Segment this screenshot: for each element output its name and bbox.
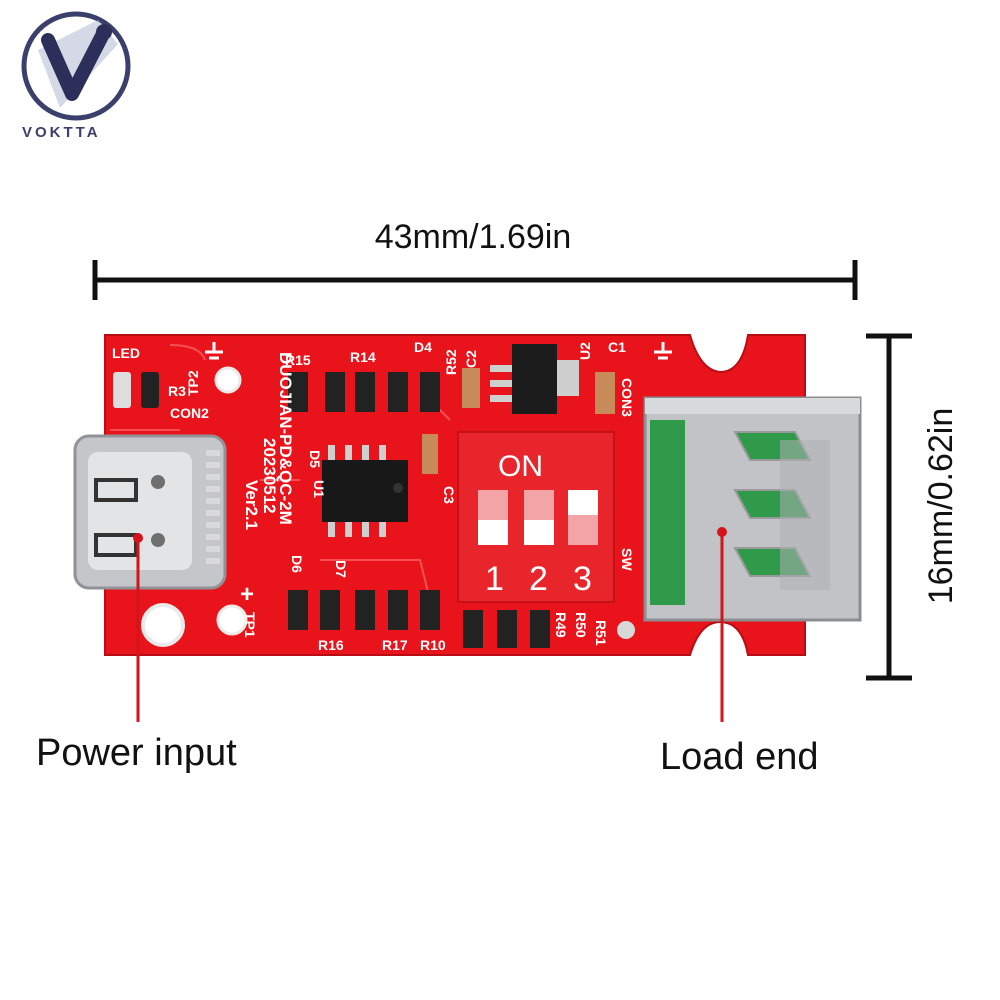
silk-con3: CON3 <box>619 378 635 417</box>
silk-r15: R15 <box>285 352 311 368</box>
load-end-label: Load end <box>660 736 819 778</box>
silk-r52: R52 <box>443 349 459 375</box>
silk-tp1: TP1 <box>242 612 258 638</box>
width-dimension-line <box>92 260 858 300</box>
silk-d7: D7 <box>333 560 349 578</box>
silk-c1: C1 <box>608 339 626 355</box>
silk-con2: CON2 <box>170 405 209 421</box>
silk-r17: R17 <box>382 637 408 653</box>
brand-logo <box>20 10 132 122</box>
silk-tp2: TP2 <box>185 370 201 396</box>
v-logo-badge-icon <box>21 11 131 121</box>
silk-u1: U1 <box>311 480 327 498</box>
silk-led: LED <box>112 345 140 361</box>
dip-position-2: 2 <box>529 560 548 598</box>
dip-on-label: ON <box>498 450 543 483</box>
silk-r16: R16 <box>318 637 344 653</box>
brand-name: VOKTTA <box>22 124 101 141</box>
silk-r49: R49 <box>553 612 569 638</box>
silk-d5: D5 <box>307 450 323 468</box>
silk-r50: R50 <box>573 612 589 638</box>
power-input-label: Power input <box>36 732 237 774</box>
height-dimension-line <box>866 333 912 681</box>
silk-c2: C2 <box>463 350 479 368</box>
silk-r10: R10 <box>420 637 446 653</box>
silk-r51: R51 <box>593 620 609 646</box>
silk-sw: SW <box>619 548 635 571</box>
silk-c3: C3 <box>441 486 457 504</box>
silk-date: 20230512 <box>260 438 279 514</box>
silk-d4: D4 <box>414 339 432 355</box>
silk-model: DUOJIAN-PD&QC-2M <box>276 352 295 525</box>
plus-sign-icon: + <box>240 581 254 608</box>
silk-d6: D6 <box>289 555 305 573</box>
silk-r14: R14 <box>350 349 376 365</box>
dip-position-3: 3 <box>573 560 592 598</box>
silk-u2: U2 <box>577 342 593 360</box>
dip-position-1: 1 <box>485 560 504 598</box>
width-dimension-label: 43mm/1.69in <box>374 218 572 256</box>
silk-r3: R3 <box>168 383 186 399</box>
silk-version: Ver2.1 <box>242 480 261 530</box>
